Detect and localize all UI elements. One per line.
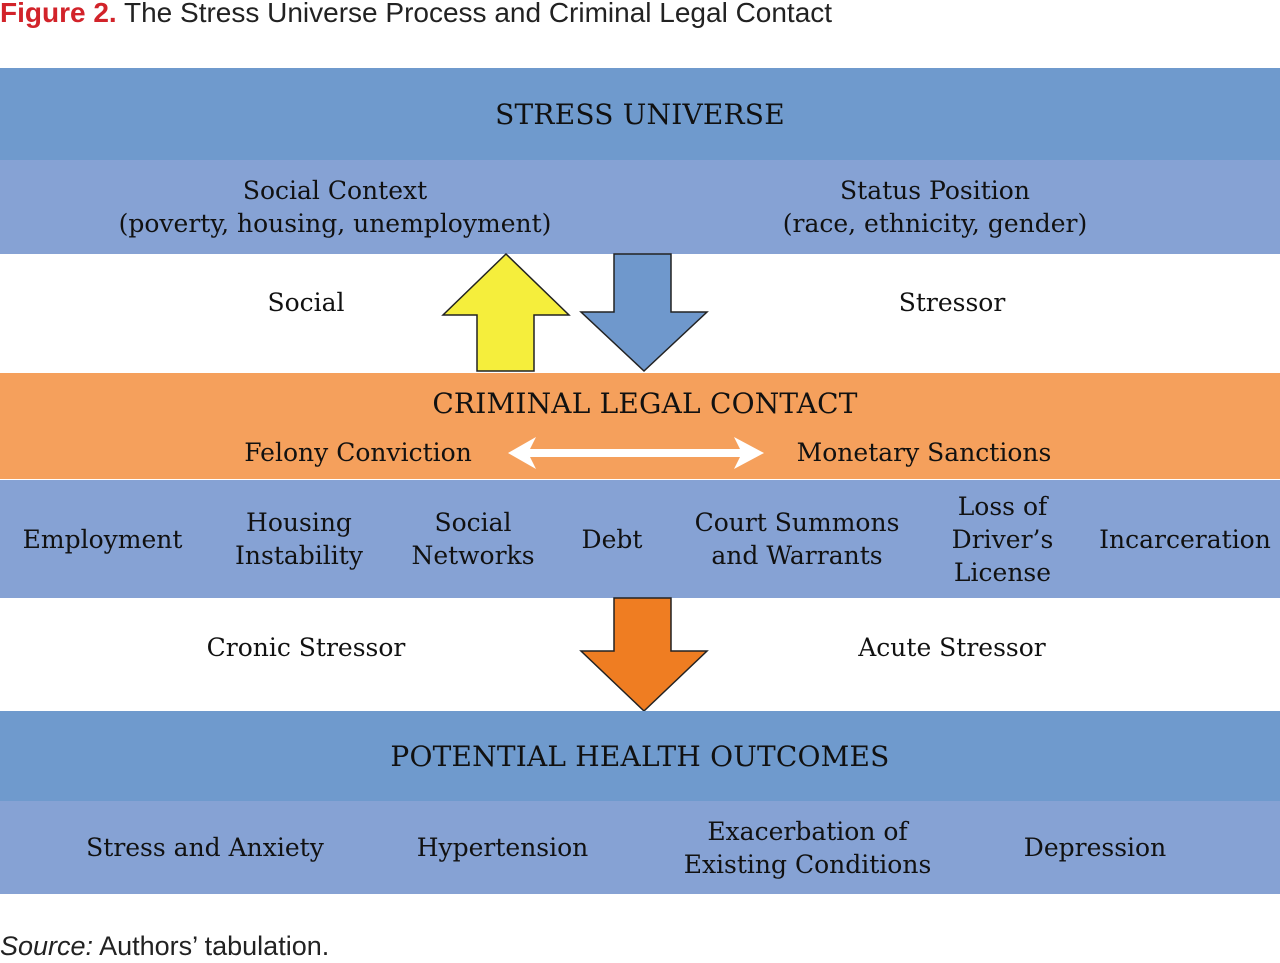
- outcome-hypertension: Hypertension: [416, 833, 589, 862]
- outcome-stress-anxiety: Stress and Anxiety: [86, 833, 324, 862]
- social-label: Social: [267, 288, 345, 317]
- source-note: Source: Authors’ tabulation.: [0, 929, 329, 963]
- consequence-social-networks: Social Networks: [411, 508, 535, 570]
- criminal-legal-contact-band: CRIMINAL LEGAL CONTACT Felony Conviction…: [0, 373, 1280, 479]
- figure-title-text: The Stress Universe Process and Criminal…: [123, 0, 833, 28]
- health-outcomes-header: POTENTIAL HEALTH OUTCOMES: [0, 711, 1280, 801]
- felony-conviction: Felony Conviction: [244, 438, 472, 467]
- figure-label: Figure 2.: [0, 0, 117, 28]
- up-arrow-icon: [441, 253, 571, 372]
- consequence-employment: Employment: [22, 524, 183, 554]
- stress-universe-header: STRESS UNIVERSE: [0, 68, 1280, 160]
- monetary-sanctions: Monetary Sanctions: [796, 438, 1052, 467]
- consequence-debt: Debt: [581, 524, 643, 554]
- source-text: Authors’ tabulation.: [99, 931, 330, 961]
- chronic-stressor-label: Cronic Stressor: [206, 633, 406, 662]
- consequence-incarceration: Incarceration: [1099, 524, 1271, 554]
- double-arrow-icon: [508, 437, 764, 469]
- outcome-depression: Depression: [1023, 833, 1167, 862]
- criminal-legal-contact-heading: CRIMINAL LEGAL CONTACT: [432, 387, 858, 420]
- outcome-exacerbation: Exacerbation of Existing Conditions: [683, 816, 932, 879]
- orange-down-arrow-icon: [579, 597, 709, 713]
- status-position: Status Position (race, ethnicity, gender…: [782, 176, 1088, 238]
- figure-title: Figure 2. The Stress Universe Process an…: [0, 0, 832, 30]
- social-context: Social Context (poverty, housing, unempl…: [118, 176, 552, 238]
- consequence-housing-instability: Housing Instability: [235, 508, 363, 570]
- consequences-band: Employment Housing Instability Social Ne…: [0, 480, 1280, 598]
- consequence-court-summons: Court Summons and Warrants: [694, 508, 900, 570]
- health-outcomes-band: Stress and Anxiety Hypertension Exacerba…: [0, 801, 1280, 894]
- consequence-loss-of-license: Loss of Driver’s License: [951, 491, 1054, 587]
- source-label: Source:: [0, 931, 94, 961]
- stressor-label: Stressor: [898, 288, 1006, 317]
- health-outcomes-heading: POTENTIAL HEALTH OUTCOMES: [390, 739, 890, 773]
- stress-universe-subband: Social Context (poverty, housing, unempl…: [0, 160, 1280, 254]
- stress-universe-heading: STRESS UNIVERSE: [495, 97, 785, 131]
- acute-stressor-label: Acute Stressor: [858, 633, 1046, 662]
- down-arrow-icon: [579, 253, 709, 373]
